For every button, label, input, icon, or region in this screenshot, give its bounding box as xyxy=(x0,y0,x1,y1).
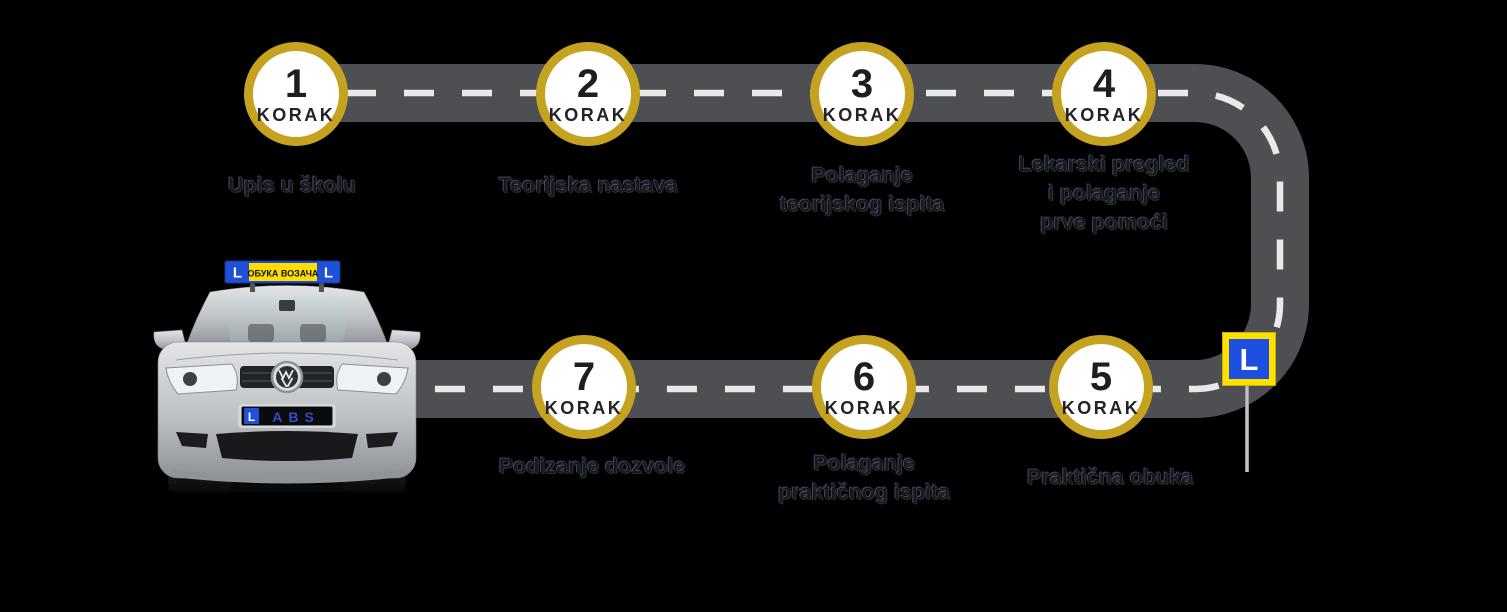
roof-sign-text: ОБУКА ВОЗАЧА xyxy=(248,269,319,279)
step-number: 6 xyxy=(852,355,876,399)
step-circle-7: 7 KORAK xyxy=(532,335,636,439)
step-label-4: Lekarski pregled i polaganje prve pomoći xyxy=(934,150,1274,237)
roof-sign-yellow-panel xyxy=(249,263,317,281)
car-interior-shape xyxy=(300,324,326,342)
car-shadow xyxy=(168,484,406,492)
step-korak-label: KORAK xyxy=(544,398,624,418)
step-label-line: prve pomoći xyxy=(1040,210,1168,234)
step-korak-label: KORAK xyxy=(1061,398,1141,418)
step-korak-label: KORAK xyxy=(1064,105,1144,125)
step-number: 1 xyxy=(284,62,308,106)
step-label-line: Upis u školu xyxy=(228,173,356,197)
road-center-dashes xyxy=(330,89,1284,393)
lower-intake xyxy=(216,431,358,461)
rearview-mirror xyxy=(279,300,295,311)
step-circle-3: 3 KORAK xyxy=(810,42,914,146)
step-label-1: Upis u školu xyxy=(122,171,462,200)
step-circle-2: 2 KORAK xyxy=(536,42,640,146)
step-number: 2 xyxy=(576,62,600,106)
step-korak-label: KORAK xyxy=(824,398,904,418)
step-number: 5 xyxy=(1089,355,1113,399)
step-number: 4 xyxy=(1092,62,1116,106)
roof-sign-l-left: L xyxy=(233,265,242,282)
roof-sign-l-right: L xyxy=(324,265,333,282)
step-label-line: praktičnog ispita xyxy=(777,480,951,504)
car-interior-shape xyxy=(248,324,274,342)
step-label-line: Praktična obuka xyxy=(1026,465,1194,489)
headlight-left xyxy=(165,363,238,395)
roof-sign-post xyxy=(319,283,324,292)
step-number: 3 xyxy=(850,62,874,106)
step-circle-1: 1 KORAK xyxy=(244,42,348,146)
step-label-line: Polaganje xyxy=(813,451,915,475)
step-label-7: Podizanje dozvole xyxy=(422,452,762,481)
step-label-2: Teorijska nastava xyxy=(418,171,758,200)
learner-sign-letter: L xyxy=(1229,339,1269,379)
step-label-6: Polaganje praktičnog ispita xyxy=(694,449,1034,507)
license-plate xyxy=(240,405,334,427)
step-label-line: i polaganje xyxy=(1047,181,1161,205)
step-label-5: Praktična obuka xyxy=(940,463,1280,492)
step-korak-label: KORAK xyxy=(548,105,628,125)
headlight-left-lamp xyxy=(183,372,197,386)
step-label-line: Teorijska nastava xyxy=(498,173,678,197)
step-label-line: Podizanje dozvole xyxy=(498,454,686,478)
learner-road-sign: L xyxy=(1222,332,1276,386)
hood-crease xyxy=(175,352,399,361)
headlight-right-lamp xyxy=(377,372,391,386)
step-korak-label: KORAK xyxy=(256,105,336,125)
car-illustration: L ABS L L ОБУКА ВОЗАЧА xyxy=(153,260,421,492)
step-label-3: Polaganje teorijskog ispita xyxy=(692,161,1032,219)
plate-l-square xyxy=(244,408,259,424)
step-circle-6: 6 KORAK xyxy=(812,335,916,439)
step-korak-label: KORAK xyxy=(822,105,902,125)
plate-l-letter: L xyxy=(248,410,255,424)
step-label-line: Lekarski pregled xyxy=(1018,152,1190,176)
driving-school-car: L ABS L L ОБУКА ВОЗАЧА xyxy=(152,258,422,498)
step-label-line: Polaganje xyxy=(811,163,913,187)
fog-light-left xyxy=(176,432,208,448)
step-circle-5: 5 KORAK xyxy=(1049,335,1153,439)
vw-badge-mark xyxy=(278,369,294,387)
sign-pole xyxy=(1245,384,1249,472)
plate-text: ABS xyxy=(272,409,320,425)
step-number: 7 xyxy=(572,355,596,399)
step-label-line: teorijskog ispita xyxy=(779,192,945,216)
bumper-lip xyxy=(172,470,402,484)
road-surface xyxy=(330,64,1309,418)
vw-badge-inner xyxy=(276,366,298,388)
step-circle-4: 4 KORAK xyxy=(1052,42,1156,146)
roof-sign-post xyxy=(250,283,255,292)
headlight-right xyxy=(336,363,409,395)
fog-light-right xyxy=(366,432,398,448)
